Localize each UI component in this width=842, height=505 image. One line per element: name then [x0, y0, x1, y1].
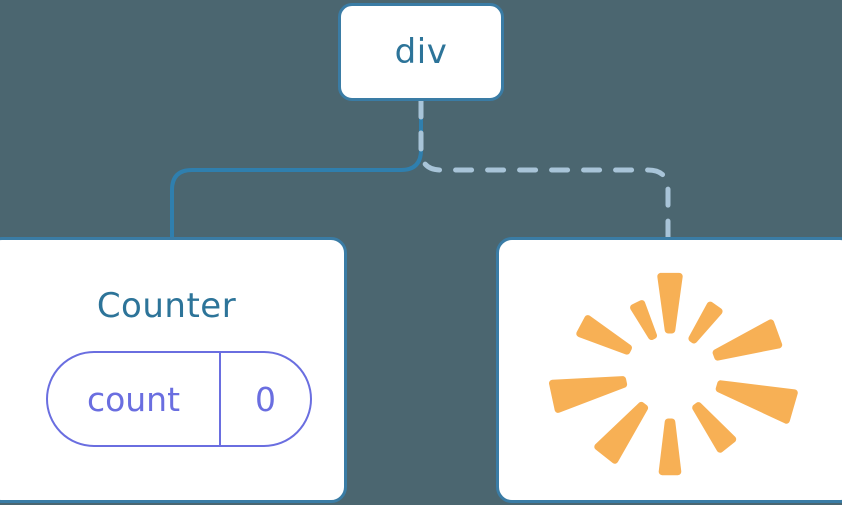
sparkle-ray-4 — [715, 380, 798, 424]
node-counter[interactable]: Counter count 0 — [0, 237, 347, 503]
node-div-label: div — [394, 32, 448, 72]
state-value: 0 — [255, 379, 276, 419]
sparkle-ray-2 — [688, 301, 723, 344]
state-pill-count[interactable]: count 0 — [46, 351, 312, 447]
sparkle-ray-1 — [657, 272, 683, 334]
edge-div-to-rerender — [418, 98, 671, 242]
node-div[interactable]: div — [338, 3, 504, 101]
state-key: count — [48, 353, 221, 445]
node-rerender-burst[interactable] — [496, 237, 842, 503]
node-counter-label: Counter — [96, 286, 237, 326]
edge-div-to-counter — [170, 99, 423, 241]
sparkle-ray-9 — [576, 315, 632, 355]
sparkle-ray-10 — [630, 300, 657, 340]
sparkle-ray-6 — [658, 418, 682, 476]
sparkle-ray-8 — [549, 376, 628, 413]
sparkle-ray-5 — [692, 402, 737, 453]
sparkle-burst-icon — [549, 272, 798, 476]
sparkle-ray-7 — [594, 401, 649, 464]
sparkle-ray-3 — [712, 319, 783, 361]
